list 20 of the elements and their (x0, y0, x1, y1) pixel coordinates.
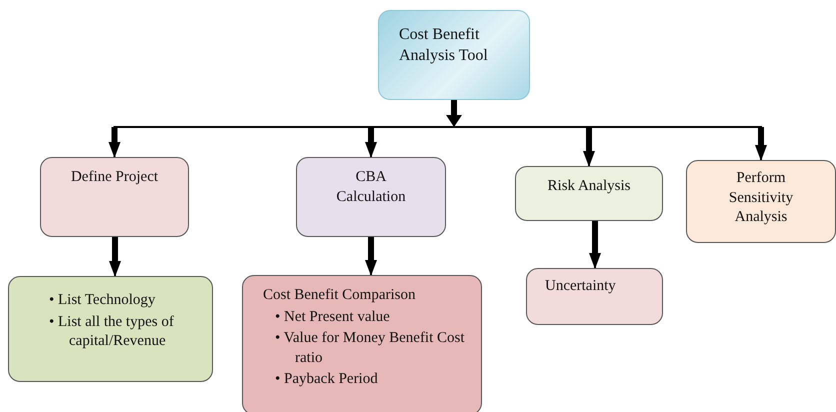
process-box (526, 268, 663, 325)
process-box (515, 166, 663, 221)
box-label: Perform Sensitivity Analysis (728, 169, 794, 227)
box-label: Cost Benefit Analysis Tool (399, 25, 489, 66)
box-label: Risk Analysis (546, 177, 632, 196)
process-box (296, 157, 446, 237)
box-label: Uncertainty (545, 277, 617, 296)
bullet-item: • Net Present value (274, 308, 391, 326)
box-label: CBA Calculation (335, 168, 407, 206)
bullet-item: • Value for Money Benefit Cost ratio (274, 329, 466, 368)
process-box (40, 157, 189, 237)
process-box (686, 160, 836, 243)
bullet-item: • List all the types of capital/Revenue (48, 312, 175, 351)
box-label: Define Project (70, 168, 160, 187)
list-heading: Cost Benefit Comparison (263, 286, 416, 305)
bullet-item: • List Technology (48, 291, 156, 310)
list-box (8, 276, 213, 382)
list-box (242, 275, 482, 412)
title-box (378, 10, 530, 100)
bullet-item: • Payback Period (274, 370, 379, 389)
